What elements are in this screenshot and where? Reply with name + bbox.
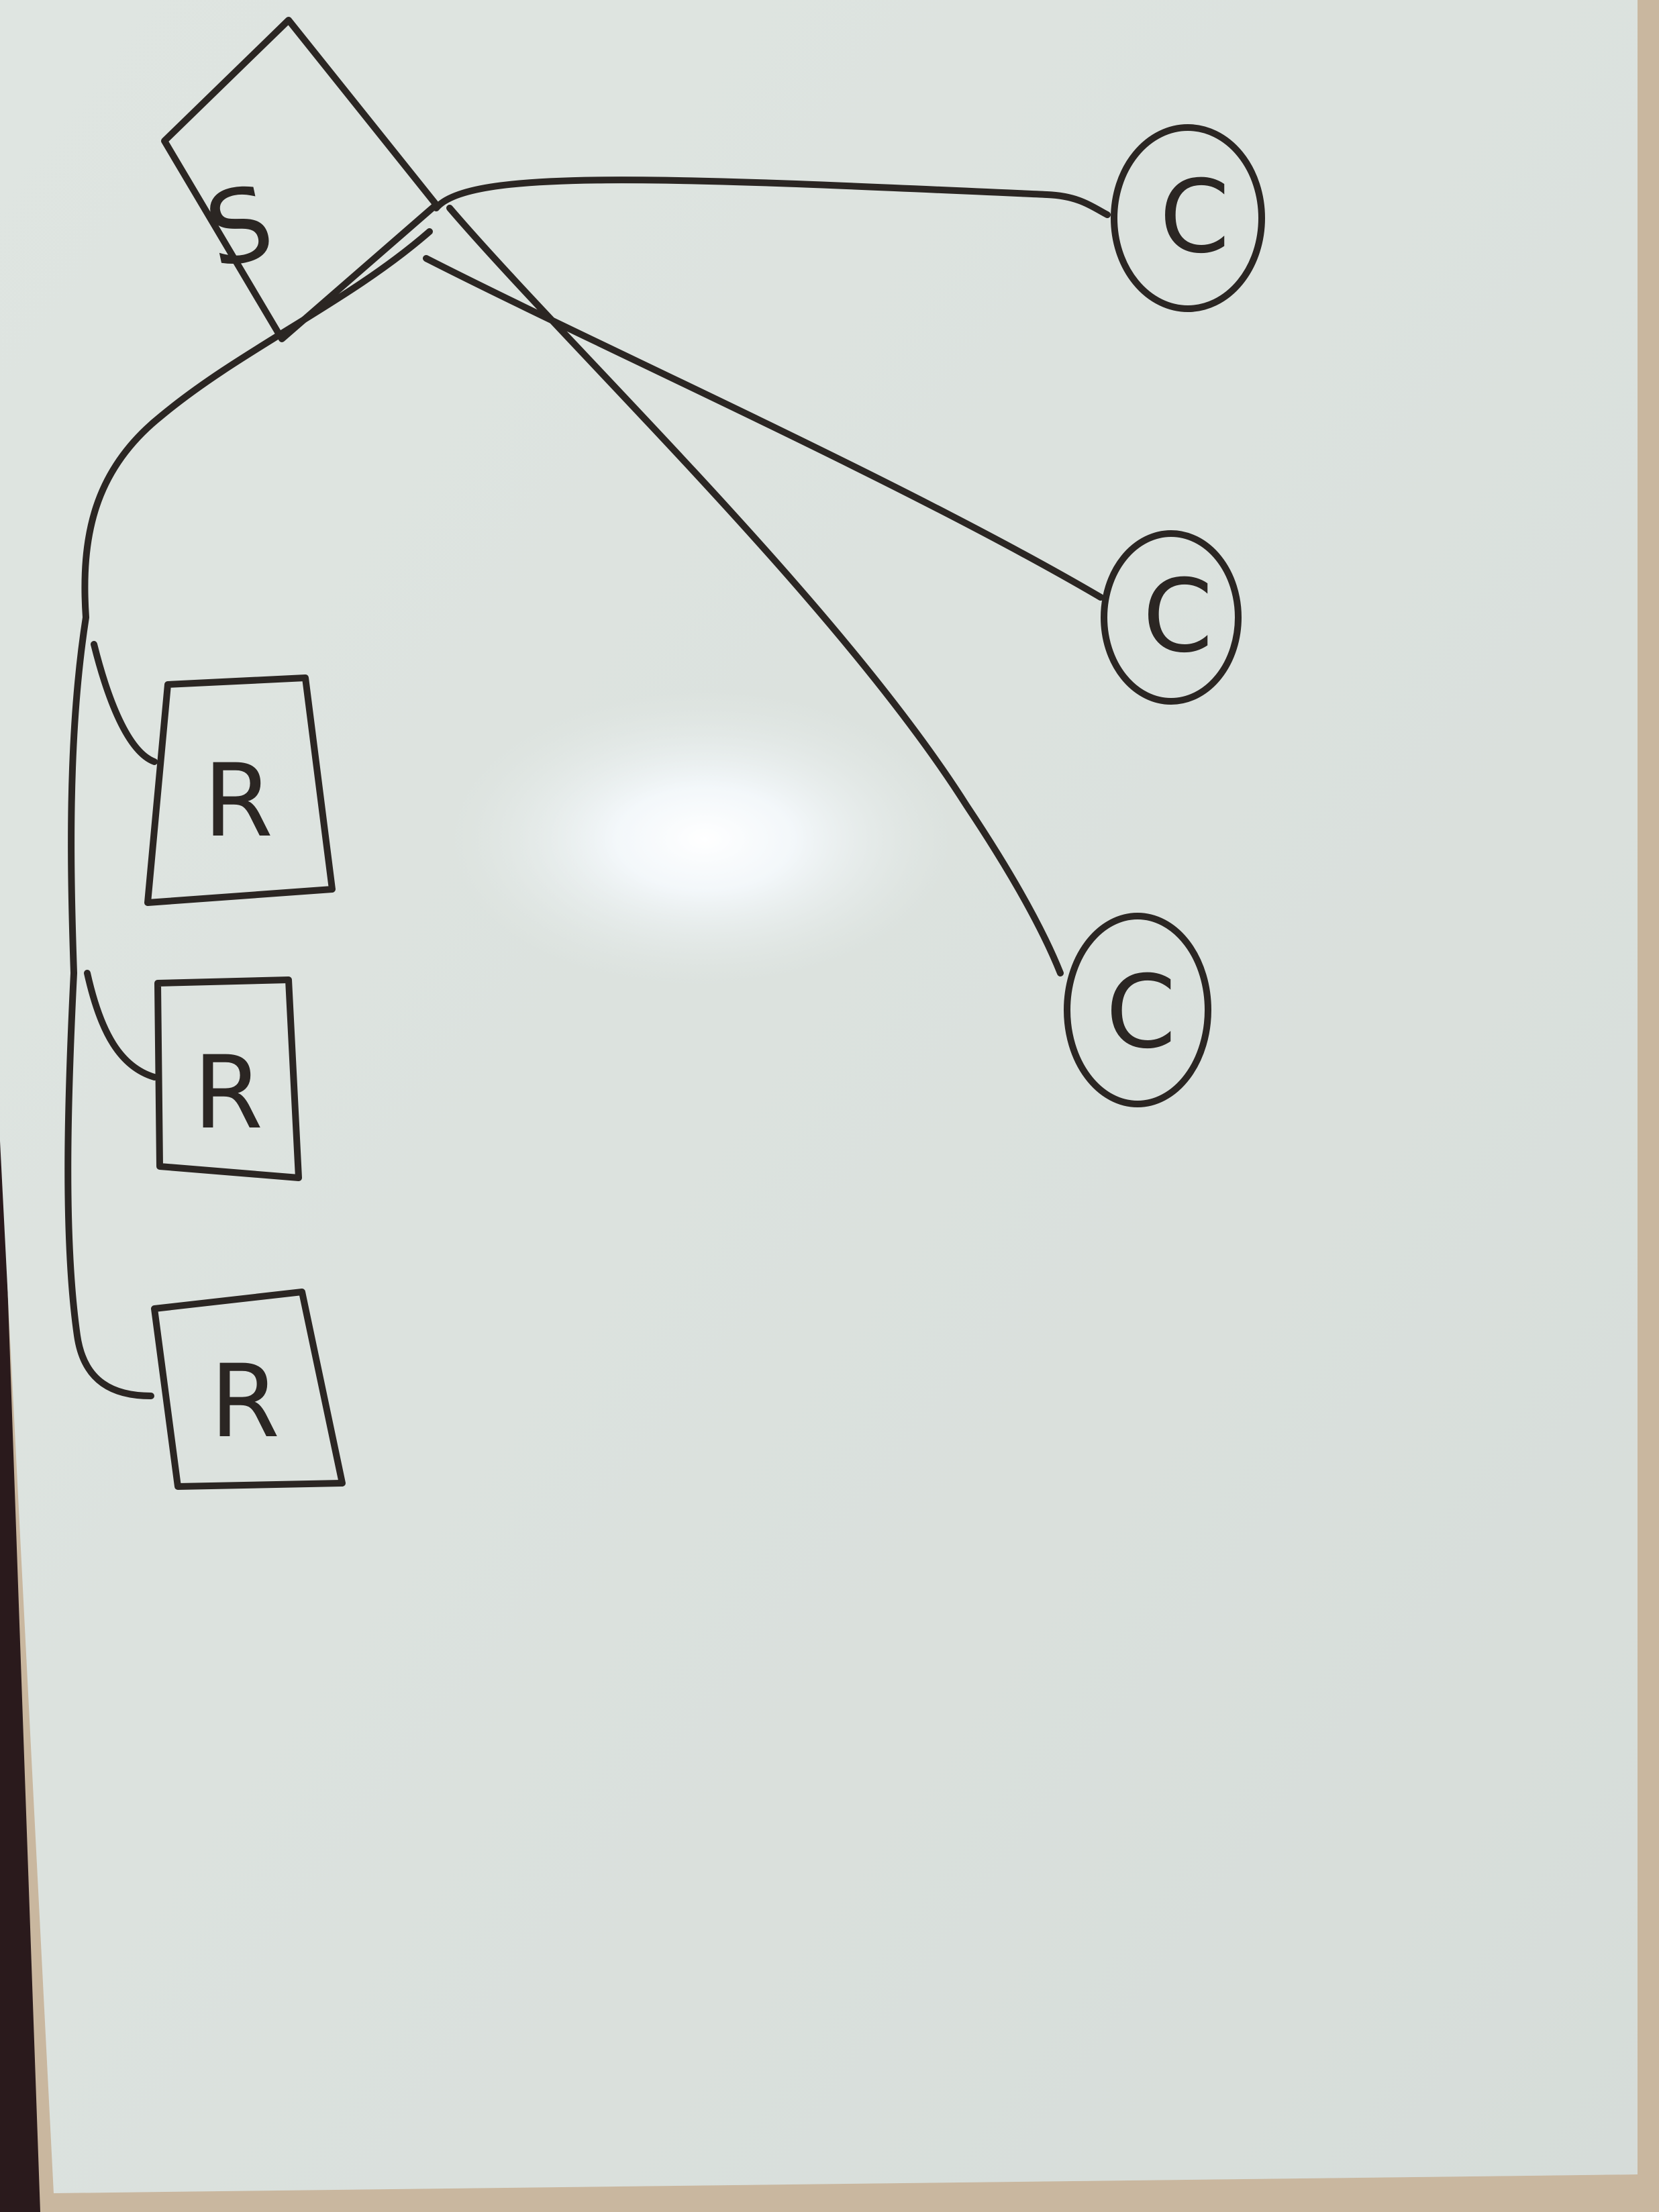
edge-server-client-2: [423, 255, 1104, 601]
edge-server-client-3: [446, 205, 1064, 976]
connections: [64, 177, 1111, 1399]
replica-label: R: [203, 743, 273, 860]
edge-replica-2: [84, 970, 158, 1080]
client-circle: [1064, 913, 1211, 1107]
client-node: C: [1101, 530, 1242, 705]
replica-label: R: [193, 1035, 263, 1152]
replica-nodes: R R R: [144, 674, 346, 1490]
replica-node: R: [144, 674, 336, 906]
client-node: C: [1111, 124, 1265, 312]
board-shading: [0, 0, 1638, 2193]
edge-replica-1: [91, 641, 158, 765]
server-box: [161, 17, 440, 342]
edge-server-client-1: [433, 177, 1111, 218]
client-circle: [1111, 124, 1265, 312]
client-nodes: C C C: [1064, 124, 1265, 1107]
client-label: C: [1160, 159, 1230, 276]
edge-server-replica-bus: [64, 228, 433, 1399]
client-label: C: [1106, 954, 1176, 1071]
client-circle: [1101, 530, 1242, 705]
client-node: C: [1064, 913, 1211, 1107]
replica-box: [154, 976, 302, 1181]
replica-box: [151, 1289, 346, 1490]
replica-box: [144, 674, 336, 906]
replica-node: R: [154, 976, 302, 1181]
replica-label: R: [210, 1344, 280, 1460]
replica-node: R: [151, 1289, 346, 1490]
light-glare: [450, 691, 960, 987]
client-label: C: [1143, 558, 1213, 675]
